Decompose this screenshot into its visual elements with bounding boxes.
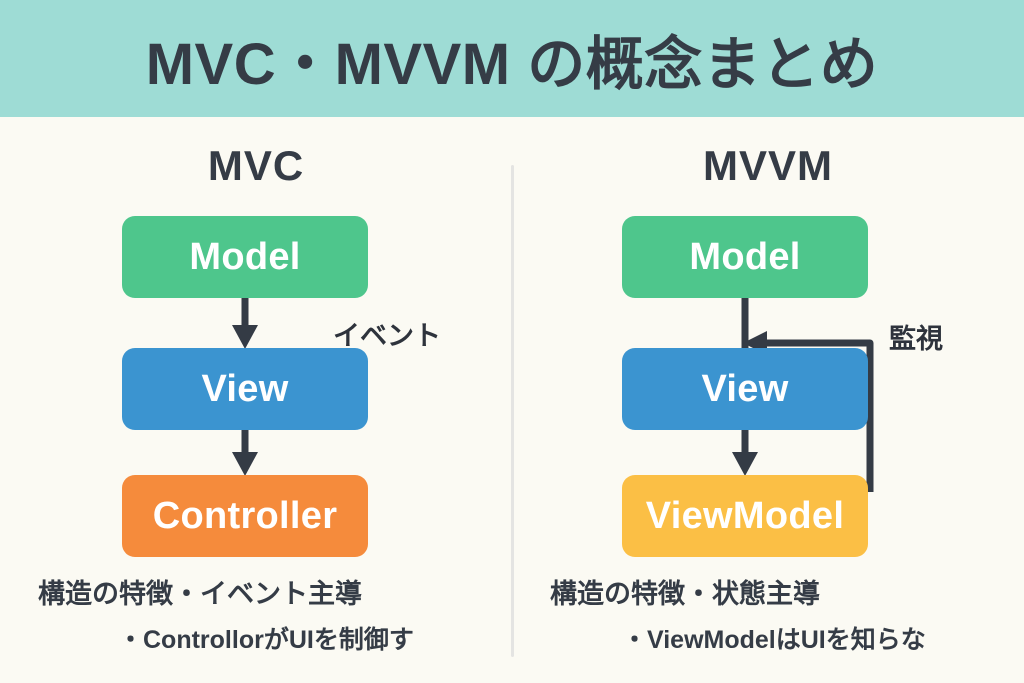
node-mvc-model[interactable]: Model — [122, 216, 368, 298]
edge-label-event: イベント — [333, 321, 441, 351]
note-sub-mvvm: ・ViewModelはUIを知らな — [622, 626, 926, 654]
node-mvvm-view[interactable]: View — [622, 348, 868, 430]
panel-divider — [511, 165, 514, 657]
panel-mvvm: MVVM Model View ViewModel 監視 構造の特徴・状態主導 … — [512, 117, 1024, 683]
note-sub-mvc: ・ControllorがUIを制御す — [118, 626, 414, 654]
node-mvc-controller[interactable]: Controller — [122, 475, 368, 557]
note-head-mvc: 構造の特徴・イベント主導 — [38, 579, 362, 609]
panel-mvc: MVC Model View Controller イベント 構造の特徴・イベン… — [0, 117, 512, 683]
node-mvvm-viewmodel[interactable]: ViewModel — [622, 475, 868, 557]
panel-title-mvvm: MVVM — [703, 142, 833, 189]
note-head-mvvm: 構造の特徴・状態主導 — [550, 579, 820, 609]
panel-title-mvc: MVC — [207, 142, 305, 189]
edge-label-watch: 監視 — [889, 324, 943, 354]
header-band — [0, 0, 1024, 117]
node-mvc-view[interactable]: View — [122, 348, 368, 430]
node-mvvm-model[interactable]: Model — [622, 216, 868, 298]
page-title: MVC・MVVM の概念まとめ — [145, 31, 879, 97]
